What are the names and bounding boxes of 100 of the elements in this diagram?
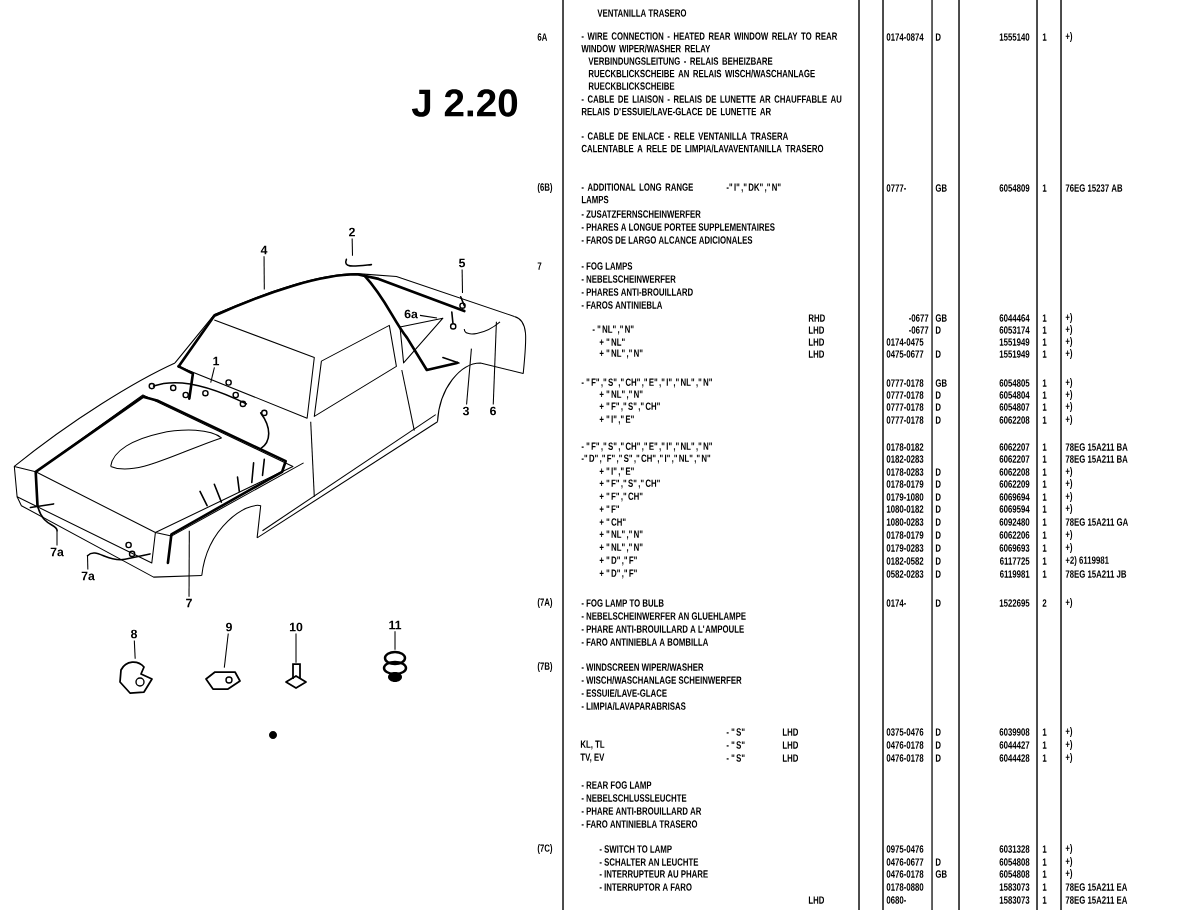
part-number: 6069693 [999, 544, 1030, 552]
quantity: 1 [1042, 896, 1047, 904]
part-number: 6044428 [999, 754, 1030, 762]
country-code: D [935, 326, 941, 334]
description-text: - PHARES ANTI-BROUILLARD [581, 288, 693, 296]
quantity: 1 [1042, 416, 1047, 424]
grommet-drawing [382, 650, 408, 682]
variant-text: LHD [782, 728, 799, 736]
leader-line [394, 630, 396, 651]
remark-text: +) [1065, 378, 1073, 388]
date-range: 1080-0182 [886, 505, 924, 513]
description-text: - FOG LAMP TO BULB [581, 599, 664, 607]
part-number: 6054809 [999, 184, 1030, 192]
quantity: 1 [1042, 518, 1047, 526]
callout-number: 7a [50, 547, 64, 557]
item-code: 6A [537, 33, 548, 41]
part-number: 6117725 [1000, 557, 1030, 565]
country-code: D [935, 391, 941, 399]
date-range: 0680- [886, 896, 906, 904]
variant-text: + "I","E" [599, 467, 634, 477]
country-code: D [935, 741, 941, 749]
quantity: 1 [1042, 314, 1047, 322]
leader-line [188, 530, 190, 598]
callout-number: 9 [226, 622, 232, 632]
date-range: 0174-0874 [886, 33, 924, 41]
description-text: - CABLE DE ENLACE - RELE VENTANILLA TRASERA CALENTABLE A RELE DE LIMPIA/LAVAVENTANILLA TRASERO [581, 132, 824, 153]
variant-text: + "CH" [599, 518, 626, 526]
quantity: 1 [1042, 741, 1047, 749]
quantity: 1 [1042, 326, 1047, 334]
date-range: 0475-0677 [886, 350, 924, 358]
quantity: 1 [1042, 350, 1047, 358]
variant-text: LHD [782, 741, 799, 749]
quantity: 1 [1042, 468, 1047, 476]
leader-line [351, 237, 354, 257]
item-code: (7B) [537, 662, 553, 672]
description-text: -"D","F","S","CH","I","NL","N" [581, 454, 711, 464]
variant-text: + "NL" [599, 338, 625, 346]
remark-text: +) [1065, 727, 1073, 737]
quantity: 1 [1042, 33, 1047, 41]
remark-text: +) [1065, 844, 1073, 854]
leader-line [210, 366, 215, 384]
variant-text: - "S" [726, 728, 745, 736]
date-range: 0777- [886, 184, 906, 192]
country-code: D [935, 518, 941, 526]
variant-text: + "NL","N" [599, 349, 643, 359]
description-text: - LIMPIA/LAVAPARABRISAS [581, 702, 686, 710]
description-text: - INTERRUPTOR A FARO [599, 883, 692, 891]
description-text: - ADDITIONAL LONG RANGE LAMPS [581, 183, 693, 204]
quantity: 1 [1042, 544, 1047, 552]
date-range: 0476-0178 [886, 870, 924, 878]
remark-text: 78EG 15A211 EA [1065, 896, 1128, 904]
country-code: D [935, 599, 941, 607]
date-range: 0777-0178 [886, 403, 924, 411]
remark-text: +) [1065, 313, 1073, 323]
date-range: 0375-0476 [886, 728, 924, 736]
remark-text: +) [1065, 740, 1073, 750]
country-code: D [935, 350, 941, 358]
part-number: 6054804 [999, 391, 1030, 399]
leader-line [295, 632, 297, 664]
date-range: 0178-0880 [886, 883, 924, 891]
variant-text: + "I","E" [599, 415, 634, 425]
variant-text: - "S" [726, 754, 745, 762]
variant-text: + "D","F" [599, 556, 637, 566]
country-code: D [935, 557, 941, 565]
part-number: 1583073 [999, 883, 1030, 891]
date-range: 0178-0283 [886, 468, 924, 476]
description-text: - SWITCH TO LAMP [599, 845, 672, 853]
callout-number: 2 [349, 227, 355, 237]
part-number: 1555140 [999, 33, 1030, 41]
remark-text: +) [1065, 390, 1073, 400]
quantity: 1 [1042, 493, 1047, 501]
part-number: 6054805 [999, 379, 1030, 387]
variant-text: - "S" [726, 741, 745, 749]
date-range: 0777-0178 [886, 379, 924, 387]
callout-number: 11 [389, 620, 402, 630]
remark-text: +) [1065, 349, 1073, 359]
quantity: 2 [1042, 599, 1047, 607]
remark-text: +) [1065, 530, 1073, 540]
callout-number: 3 [462, 406, 469, 416]
callout-number: 10 [289, 622, 303, 632]
part-number: 1551949 [999, 338, 1030, 346]
description-text: - WIRE CONNECTION - HEATED REAR WINDOW RELAY TO REAR WINDOW WIPER/WASHER RELAY [581, 32, 838, 53]
quantity: 1 [1042, 505, 1047, 513]
part-number: 6062207 [999, 455, 1030, 463]
country-code: D [935, 468, 941, 476]
date-range: 0182-0283 [886, 455, 924, 463]
country-code: D [935, 493, 941, 501]
page-title: J 2.20 [411, 89, 518, 117]
variant-text: + "F","S","CH" [599, 479, 660, 489]
description-text: VERBINDUNGSLEITUNG - RELAIS BEHEIZBARE RUECKBLICKSCHEIBE AN RELAIS WISCH/WASCHANLAGE RUECKBLICKSCHEIBE [588, 57, 815, 90]
country-code: D [935, 728, 941, 736]
callout-number: 7a [81, 571, 95, 581]
variant-text: -"I","DK","N" [726, 183, 781, 193]
date-range: 0174-0475 [886, 338, 924, 346]
variant-text: LHD [808, 350, 825, 358]
date-range: 0178-0179 [886, 480, 924, 488]
variant-text: KL, TL [580, 740, 605, 750]
date-range: 0476-0178 [886, 754, 924, 762]
description-text: - WISCH/WASCHANLAGE SCHEINWERFER [581, 676, 742, 684]
remark-text: 76EG 15237 AB [1065, 184, 1123, 192]
